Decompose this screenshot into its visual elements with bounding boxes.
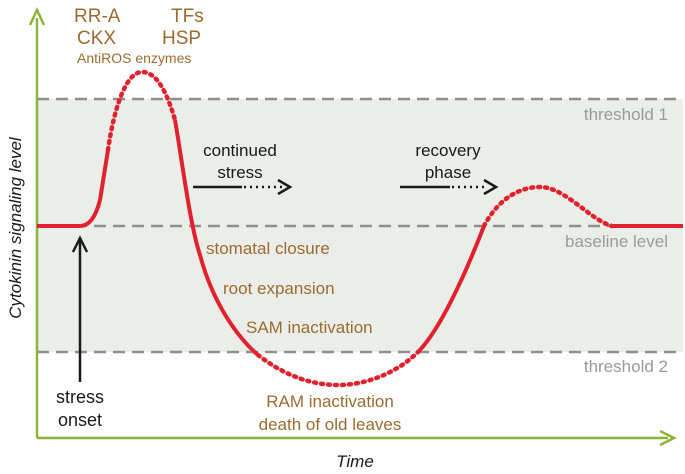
peak-label-tfs: TFs	[171, 6, 204, 27]
stress-onset-label-2: onset	[58, 410, 102, 430]
response-root-expansion: root expansion	[223, 279, 335, 298]
response-death-old-leaves: death of old leaves	[259, 415, 402, 434]
x-axis-arrowhead	[659, 429, 677, 447]
x-axis-label: Time	[336, 452, 374, 471]
curve-trough-dotted	[255, 349, 421, 388]
peak-label-rr-a: RR-A	[74, 6, 121, 27]
peak-label-antiros: AntiROS enzymes	[77, 50, 191, 66]
curve-ascent	[416, 225, 486, 354]
stress-onset-label-1: stress	[56, 387, 104, 407]
y-axis-arrowhead	[28, 7, 46, 26]
recovery-phase-label-1: recovery	[415, 141, 481, 160]
recovery-arrowhead	[483, 178, 499, 196]
response-stomatal-closure: stomatal closure	[206, 239, 330, 258]
continued-stress-label-1: continued	[203, 141, 277, 160]
baseline-label: baseline level	[565, 232, 668, 251]
threshold-2-label: threshold 2	[584, 357, 668, 376]
recovery-phase-label-2: phase	[425, 163, 471, 182]
peak-label-ckx: CKX	[77, 28, 116, 49]
stress-onset-arrowhead	[71, 235, 89, 253]
continued-stress-label-2: stress	[217, 163, 262, 182]
peak-label-hsp: HSP	[162, 28, 201, 49]
curve-descent	[173, 119, 260, 357]
curve-baseline-start	[37, 149, 110, 228]
y-axis-label: Cytokinin signaling level	[6, 136, 25, 319]
curve-peak-dotted	[105, 69, 178, 153]
curve-overshoot-dotted	[481, 184, 615, 229]
response-ram-inactivation: RAM inactivation	[266, 392, 394, 411]
threshold-1-label: threshold 1	[584, 105, 668, 124]
response-sam-inactivation: SAM inactivation	[246, 318, 373, 337]
continued-stress-arrowhead	[277, 178, 293, 196]
